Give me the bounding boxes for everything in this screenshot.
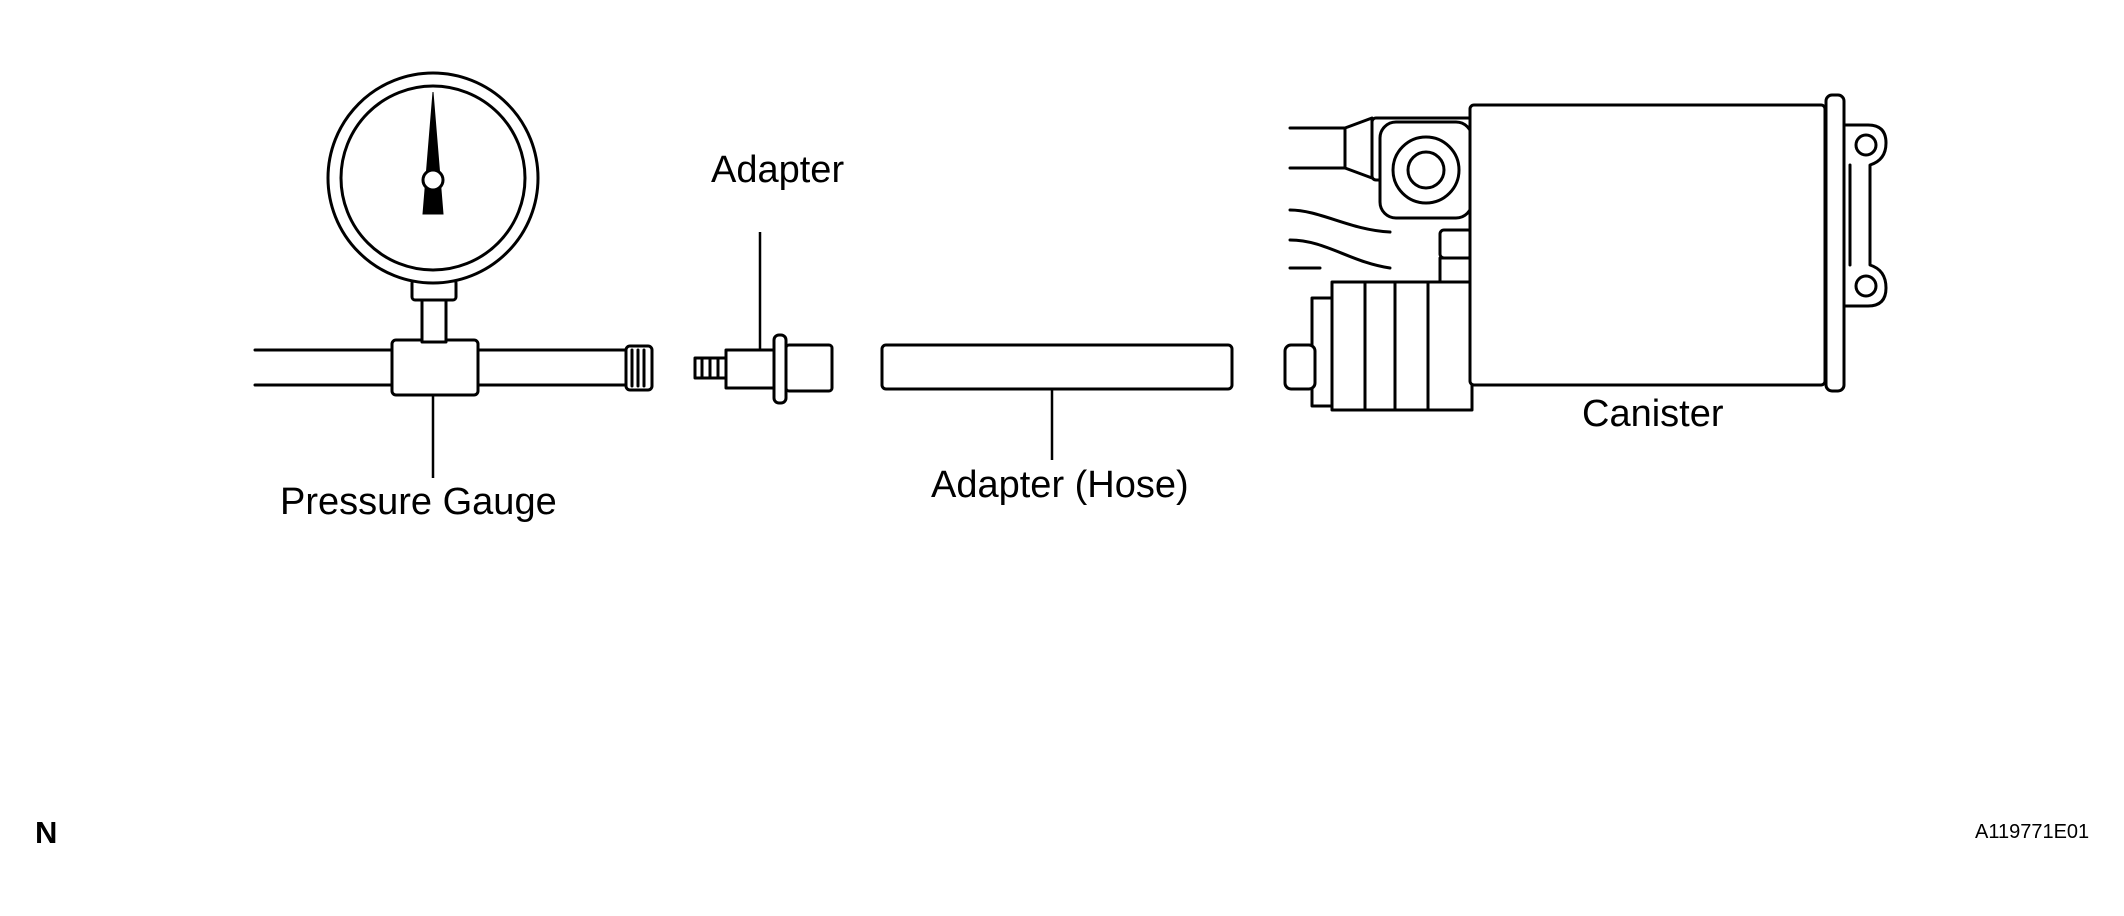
- adapter-hose-label: Adapter (Hose): [931, 464, 1189, 506]
- corner-mark: N: [35, 815, 57, 850]
- adapter: [693, 232, 834, 405]
- pressure-gauge: [253, 71, 654, 478]
- canister-label: Canister: [1582, 393, 1724, 435]
- figure-id: A119771E01: [1975, 821, 2089, 843]
- adapter-label: Adapter: [711, 149, 844, 191]
- pressure-gauge-label: Pressure Gauge: [280, 481, 557, 523]
- adapter-hose: [880, 343, 1234, 460]
- canister: [1283, 93, 1888, 412]
